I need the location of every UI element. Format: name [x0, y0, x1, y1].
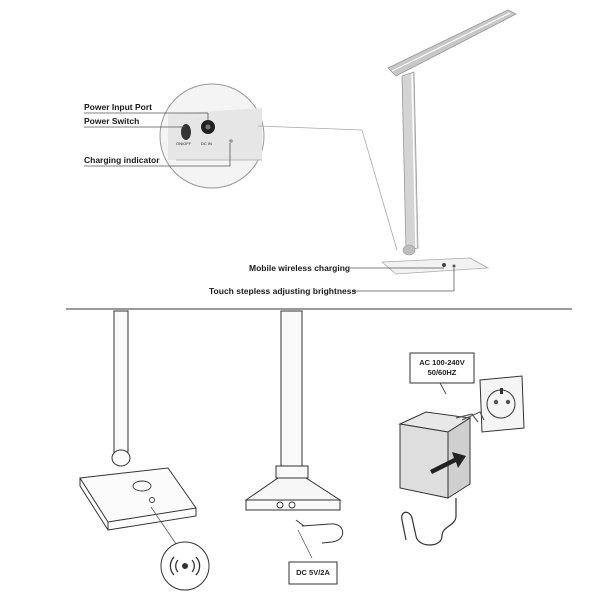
insert-arrow-icon — [430, 452, 466, 474]
label-touch-stepless: Touch stepless adjusting brightness — [209, 286, 357, 296]
adapter-illustration — [398, 352, 525, 546]
label-power-switch: Power Switch — [84, 116, 140, 126]
dc-closeup-text: DC IN — [201, 141, 212, 146]
adapter-frequency: 50/60HZ — [427, 368, 457, 377]
dc-spec-label: DC 5V/2A — [296, 568, 330, 577]
dc-label-box — [288, 561, 338, 585]
label-mobile-wireless-charging: Mobile wireless charging — [249, 263, 351, 273]
wireless-charging-icon — [182, 563, 188, 569]
lamp-top-view — [380, 9, 517, 275]
port-back — [288, 501, 296, 509]
label-charging-indicator: Charging indicator — [84, 155, 160, 165]
label-power-input-port: Power Input Port — [84, 102, 152, 112]
closeup-leaders — [84, 112, 398, 251]
switch-back — [276, 501, 284, 509]
lamp-base-left — [79, 310, 210, 591]
closeup-magnifier — [159, 83, 265, 189]
adapter-spec-box — [409, 352, 475, 384]
indicator-closeup — [229, 139, 233, 143]
power-switch-closeup — [181, 124, 191, 140]
switch-closeup-text: ON/OFF — [176, 141, 192, 146]
lamp-base-back — [244, 310, 344, 585]
lamp-leaders — [350, 267, 455, 292]
adapter-voltage: AC 100-240V — [419, 358, 465, 367]
